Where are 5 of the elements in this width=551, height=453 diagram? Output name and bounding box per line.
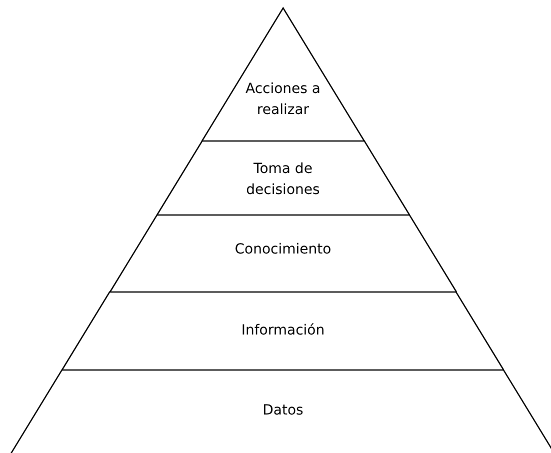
level-label: Conocimiento	[234, 240, 332, 260]
level-label: Toma de decisiones	[245, 160, 321, 200]
level-label: Información	[240, 322, 326, 340]
level-label: Datos	[262, 402, 304, 420]
level-label: Acciones a realizar	[244, 80, 322, 120]
